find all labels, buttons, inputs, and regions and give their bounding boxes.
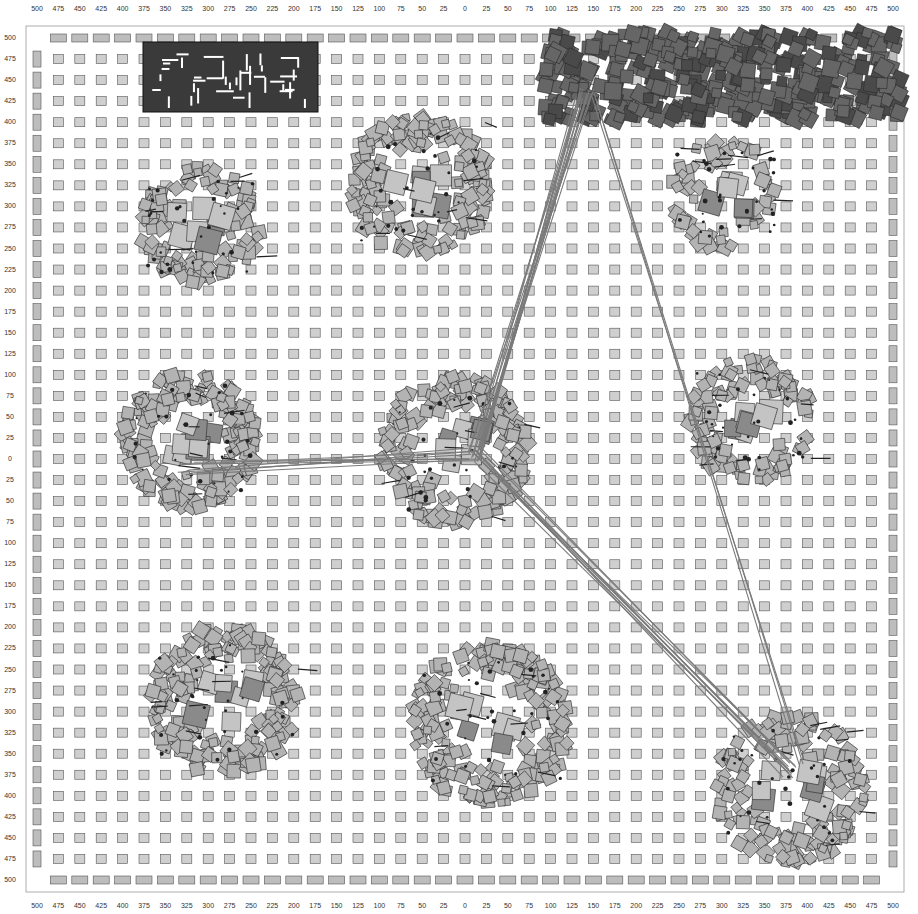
map-stage: 5004754504254003753503253002752502252001… — [0, 0, 918, 914]
